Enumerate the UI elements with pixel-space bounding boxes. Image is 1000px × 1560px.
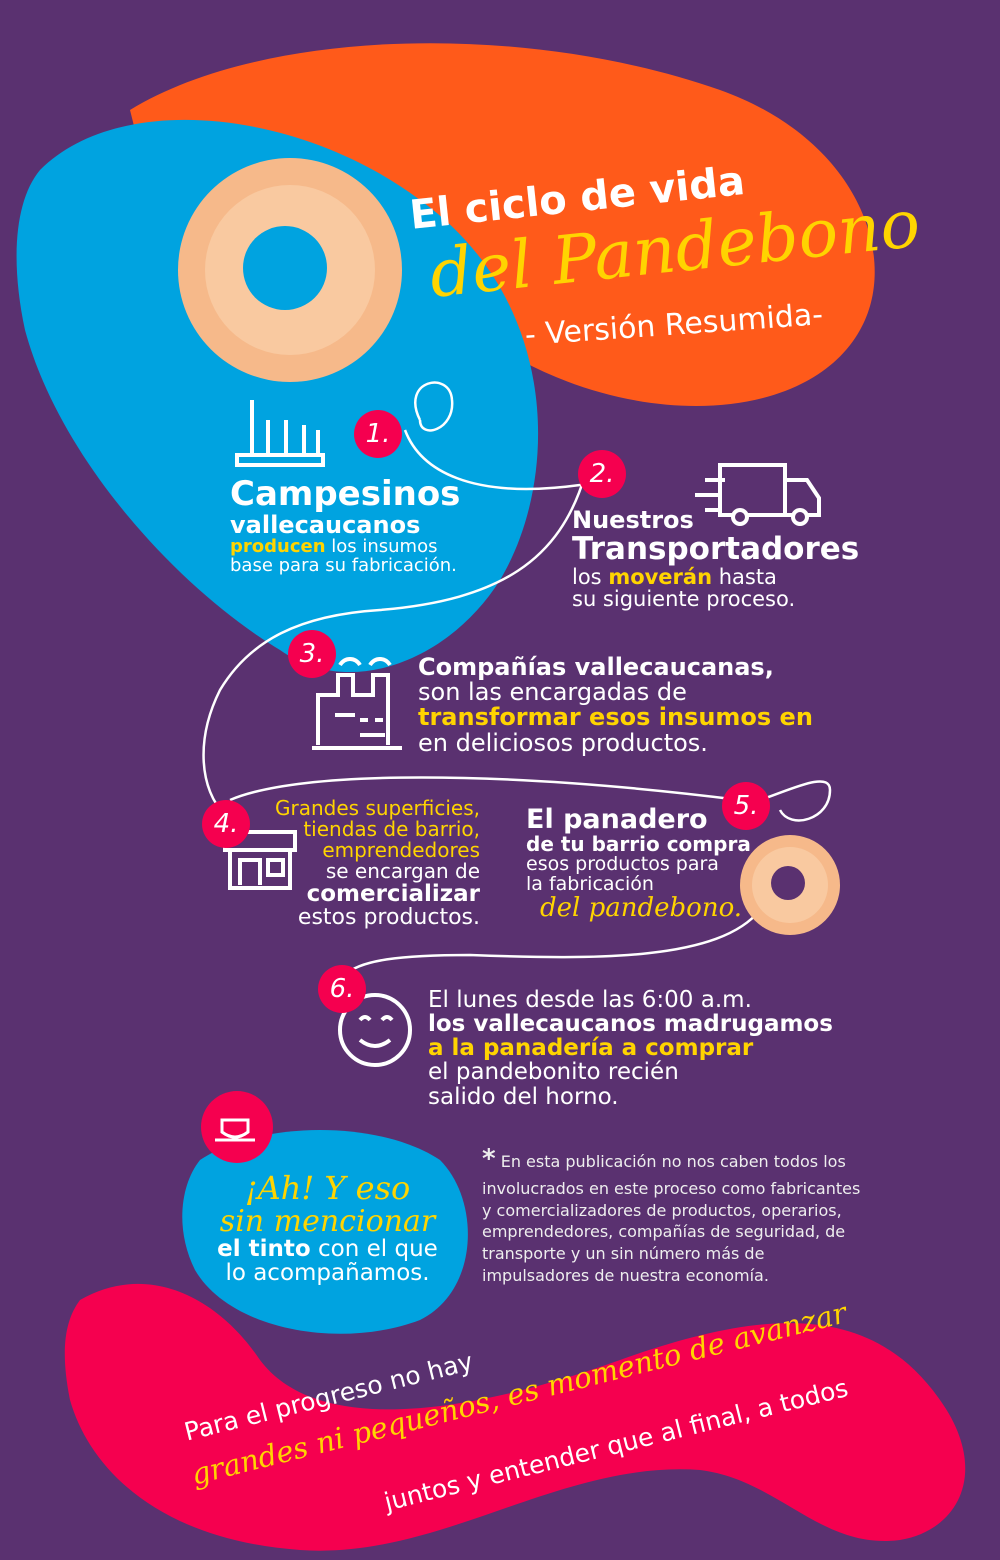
step-2-body2: su siguiente proceso. — [572, 586, 796, 611]
pink-ribbon — [64, 1283, 966, 1551]
step-1-highlight: producen — [230, 535, 326, 557]
step-6-text: El lunes desde las 6:00 a.m. los valleca… — [428, 988, 833, 1109]
step-2-body: los — [572, 564, 609, 589]
step-6-bold: los vallecaucanos madrugamos — [428, 1011, 833, 1038]
step-2-subheading: Transportadores — [572, 531, 860, 568]
step-1-body: los insumos — [325, 535, 438, 557]
step-5-text: El panadero de tu barrio compra esos pro… — [526, 804, 751, 924]
step-2-text: Nuestros Transportadores los moverán has… — [572, 506, 860, 611]
step-3-highlight: transformar esos insumos en — [418, 703, 813, 732]
step-2-badge: 2. — [578, 450, 626, 498]
crops-icon — [235, 400, 325, 467]
step-5-body2: la fabricación — [526, 873, 654, 896]
factory-icon — [312, 657, 402, 750]
step-6-body: El lunes desde las 6:00 a.m. — [428, 987, 752, 1013]
step-4-badge: 4. — [202, 800, 250, 848]
connector-path — [202, 381, 832, 976]
pandebono-large-icon — [178, 158, 402, 382]
footnote-text: En esta publicación no nos caben todos l… — [482, 1152, 861, 1286]
step-4-bold: comercializar — [306, 881, 480, 907]
footnote: * En esta publicación no nos caben todos… — [482, 1142, 872, 1287]
step-2-highlight: moverán — [608, 564, 713, 589]
step-5-subheading: de tu barrio compra — [526, 832, 751, 857]
blue-blob — [16, 119, 539, 673]
step-3-badge: 3. — [288, 630, 336, 678]
step-6-highlight: a la panadería a comprar — [428, 1035, 754, 1062]
tinto-line2: sin mencionar — [219, 1203, 436, 1239]
step-5-heading: El panadero — [526, 804, 708, 835]
step-3-text: Compañías vallecaucanas, son las encarga… — [418, 653, 813, 757]
pandebono-small-icon — [740, 835, 840, 935]
tinto-bold: el tinto — [217, 1236, 311, 1263]
tinto-line1: ¡Ah! Y eso — [244, 1169, 411, 1207]
step-4-text: Grandes superficies, tiendas de barrio, … — [270, 796, 480, 931]
tinto-body2: lo acompañamos. — [225, 1260, 430, 1287]
step-5-badge: 5. — [722, 782, 770, 830]
step-2-heading: Nuestros — [572, 506, 694, 534]
store-icon — [223, 830, 297, 890]
step-5-highlight: del pandebono. — [540, 893, 743, 924]
step-1-badge: 1. — [354, 410, 402, 458]
step-2-body-after: hasta — [712, 564, 777, 589]
orange-blob — [130, 43, 875, 406]
step-4-body2: estos productos. — [297, 905, 480, 931]
smiley-icon — [338, 993, 412, 1067]
tinto-text: ¡Ah! Y eso sin mencionar el tinto con el… — [195, 1169, 460, 1287]
step-3-heading: Compañías vallecaucanas, — [418, 653, 774, 681]
step-3-body: son las encargadas de — [418, 678, 687, 707]
step-6-badge: 6. — [318, 965, 366, 1013]
step-4-body: se encargan de — [325, 859, 480, 883]
tinto-body: con el que — [310, 1236, 438, 1263]
asterisk-icon: * — [482, 1144, 496, 1174]
step-1-body2: base para su fabricación. — [230, 554, 457, 576]
step-1-subheading: vallecaucanos — [230, 510, 421, 539]
step-4-highlight2: tiendas de barrio, — [303, 817, 480, 841]
blue-tinto-blob — [182, 1130, 468, 1334]
step-4-highlight3: emprendedores — [322, 838, 480, 862]
step-1-text: Campesinos vallecaucanos producen los in… — [230, 474, 461, 576]
step-1-heading: Campesinos — [230, 474, 461, 514]
step-4-highlight1: Grandes superficies, — [275, 796, 480, 820]
step-5-body: esos productos para — [526, 853, 719, 876]
step-6-body2: el pandebonito recién — [428, 1059, 679, 1086]
coffee-cup-icon — [201, 1091, 273, 1163]
step-6-body3: salido del horno. — [428, 1083, 619, 1110]
step-3-body2: en deliciosos productos. — [418, 728, 708, 757]
truck-icon — [695, 463, 821, 526]
